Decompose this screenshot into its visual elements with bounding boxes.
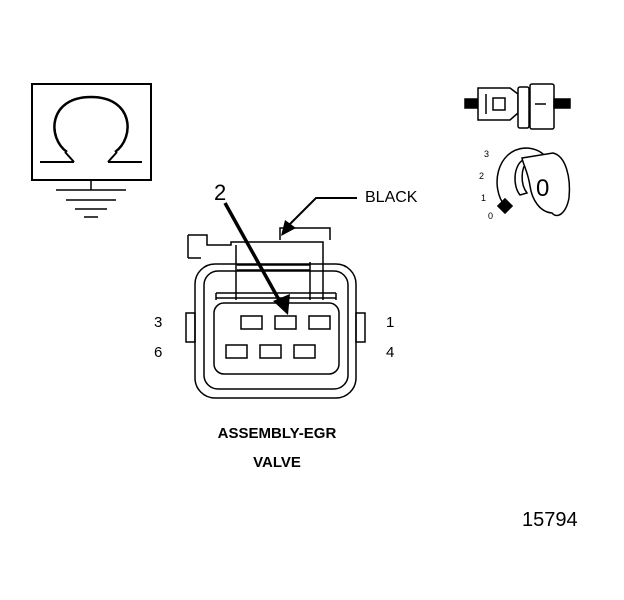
dial-scale-1: 1 — [481, 193, 487, 203]
dial-scale-0: 0 — [488, 211, 494, 221]
cavity-2 — [274, 315, 297, 330]
wire-color-leader — [281, 197, 357, 236]
connector-body — [185, 227, 366, 399]
cavity-1 — [308, 315, 331, 330]
rotary-dial-icon — [496, 147, 571, 217]
dial-scale-2: 2 — [479, 171, 485, 181]
wire-color-label: BLACK — [365, 189, 418, 206]
pin-label-6: 6 — [154, 344, 163, 361]
pin-label-4: 4 — [386, 344, 395, 361]
pin-cavities — [225, 315, 331, 359]
caption-line-1: ASSEMBLY-EGR — [217, 425, 337, 442]
figure-number: 15794 — [522, 509, 578, 531]
cavity-6 — [225, 344, 248, 359]
pin-label-1: 1 — [386, 314, 395, 331]
pin-label-3: 3 — [154, 314, 163, 331]
dial-scale-3: 3 — [484, 149, 490, 159]
ohmmeter-symbol-icon — [31, 83, 152, 181]
callout-number: 2 — [214, 180, 227, 205]
ground-symbol-icon — [56, 180, 126, 218]
connector-pigtail-icon — [464, 83, 571, 130]
cavity-5 — [259, 344, 282, 359]
dial-knob-label: 0 — [536, 175, 550, 202]
cavity-4 — [293, 344, 316, 359]
cavity-3 — [240, 315, 263, 330]
caption-line-2: VALVE — [253, 454, 301, 471]
callout-arrow-2 — [223, 202, 290, 315]
